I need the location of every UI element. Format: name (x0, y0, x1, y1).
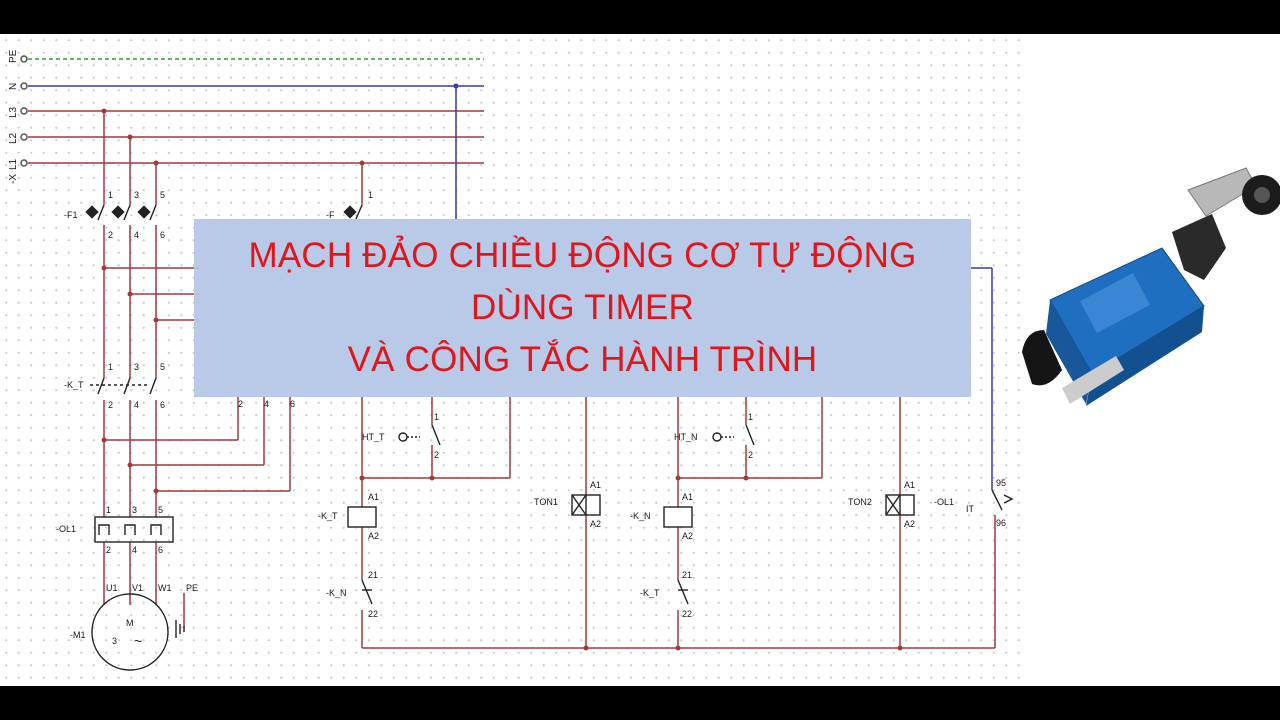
pin-kt-21: 21 (682, 570, 692, 580)
label-ht-n: HT_N (674, 432, 698, 442)
label-coil-kn: -K_N (630, 511, 651, 521)
title-line-1: MẠCH ĐẢO CHIỀU ĐỘNG CƠ TỰ ĐỘNG (248, 236, 917, 275)
label-control-fuse-pin: 1 (368, 190, 373, 200)
pin-v1: V1 (132, 583, 143, 593)
pin-6c: 6 (158, 545, 163, 555)
pin-5a: 5 (160, 190, 165, 200)
motor-m1-symbol (91, 593, 185, 671)
pin-3b: 3 (134, 362, 139, 372)
pin-2a: 2 (108, 230, 113, 240)
pin-95: 95 (996, 478, 1006, 488)
pin-4b: 4 (134, 400, 139, 410)
pin-kn-4: 4 (264, 399, 269, 409)
title-line-2: DÙNG TIMER (470, 288, 695, 327)
pin-4c: 4 (132, 545, 137, 555)
pin-3a: 3 (134, 190, 139, 200)
pin-ht-t-2: 2 (434, 450, 439, 460)
label-kt-power: -K_T (64, 380, 84, 390)
rail-label-pe: PE (8, 49, 19, 63)
pin-6a: 6 (160, 230, 165, 240)
pin-ton2-a2: A2 (904, 519, 915, 529)
contactor-kt-symbol (90, 377, 157, 395)
pin-2b: 2 (108, 400, 113, 410)
pin-kn-a2: A2 (682, 531, 693, 541)
limit-switch-photo (1022, 167, 1280, 406)
label-kt-nc: -K_T (640, 588, 660, 598)
pin-pe: PE (186, 583, 198, 593)
control-junctions (359, 475, 903, 651)
pin-kn-21: 21 (368, 570, 378, 580)
pin-u1: U1 (106, 583, 118, 593)
label-control-fuse: -F (326, 210, 335, 220)
label-ol1: -OL1 (56, 524, 76, 534)
pin-ton2-a1: A1 (904, 480, 915, 490)
title-line-3: VÀ CÔNG TẮC HÀNH TRÌNH (347, 340, 818, 379)
pin-6b: 6 (160, 400, 165, 410)
pin-ht-t-1: 1 (434, 412, 439, 422)
pin-kn-2: 2 (238, 399, 243, 409)
label-m1: -M1 (70, 630, 86, 640)
pin-ton1-a1: A1 (590, 480, 601, 490)
label-ol-sym: IT (966, 504, 975, 514)
rail-label-l3: L3 (8, 106, 19, 118)
neutral-wires (455, 86, 993, 490)
control-symbols (343, 204, 1014, 605)
pin-ht-n-2: 2 (748, 450, 753, 460)
motor-ac-label: ~ (134, 633, 142, 649)
label-ton1: TON1 (534, 497, 558, 507)
pin-kt-a1: A1 (368, 492, 379, 502)
pin-w1: W1 (158, 583, 172, 593)
pin-4a: 4 (134, 230, 139, 240)
rail-label-l1: L1 (8, 158, 19, 170)
pin-1b: 1 (108, 362, 113, 372)
junction-dots (101, 83, 459, 494)
rail-labels: PE N L3 L2 L1 -X (8, 49, 19, 184)
control-labels: -F 1 HT_T HT_N 1 2 1 2 -K_T -K_N -K_N -K… (318, 190, 1006, 619)
pin-5c: 5 (158, 505, 163, 515)
rail-label-n: N (8, 83, 19, 90)
pin-5b: 5 (160, 362, 165, 372)
rail-label-l2: L2 (8, 132, 19, 144)
pin-kt-22: 22 (682, 609, 692, 619)
motor-m-label: M (126, 618, 134, 628)
pin-kt-a2: A2 (368, 531, 379, 541)
pin-kn-a1: A1 (682, 492, 693, 502)
motor-3-label: 3 (112, 636, 117, 646)
label-f1: -F1 (64, 210, 78, 220)
label-ol1-control: -OL1 (934, 497, 954, 507)
pin-ton1-a2: A2 (590, 519, 601, 529)
pin-ht-n-1: 1 (748, 412, 753, 422)
pin-3c: 3 (132, 505, 137, 515)
power-labels: -F1 -K_T -OL1 -M1 1 3 5 2 4 6 1 3 5 2 4 … (56, 190, 295, 649)
fuse-f1-symbol (85, 204, 157, 221)
overload-ol1-symbol (94, 516, 174, 543)
pin-kn-22: 22 (368, 609, 378, 619)
supply-rails (20, 55, 484, 167)
label-coil-kt: -K_T (318, 511, 338, 521)
terminal-label-x: -X (8, 174, 19, 184)
label-ton2: TON2 (848, 497, 872, 507)
label-ht-t: HT_T (362, 432, 385, 442)
pin-2c: 2 (106, 545, 111, 555)
pin-1a: 1 (108, 190, 113, 200)
title-banner: MẠCH ĐẢO CHIỀU ĐỘNG CƠ TỰ ĐỘNG DÙNG TIME… (194, 219, 971, 397)
pin-kn-6: 6 (290, 399, 295, 409)
pin-1c: 1 (106, 505, 111, 515)
pin-96: 96 (996, 518, 1006, 528)
label-kn-nc: -K_N (326, 588, 347, 598)
